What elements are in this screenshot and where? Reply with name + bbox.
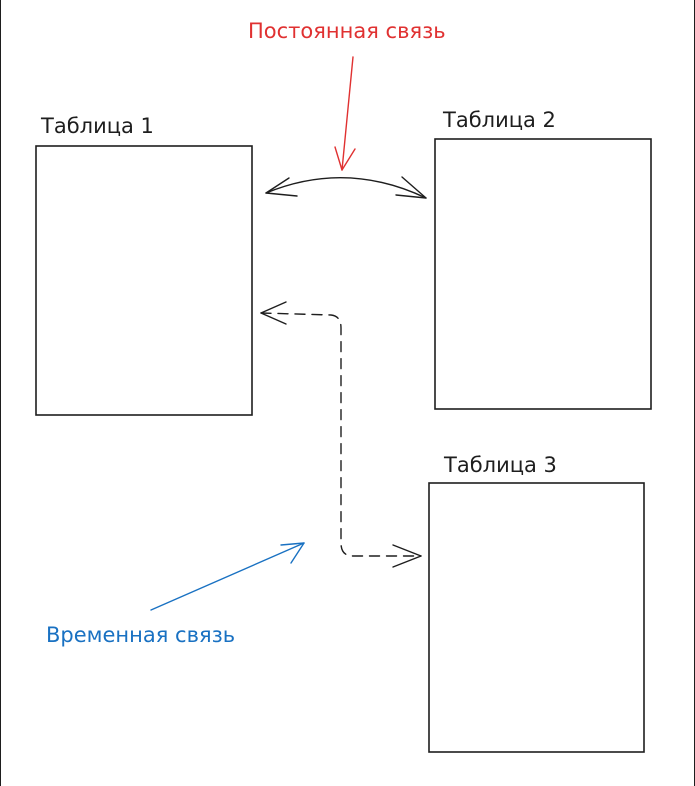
table-1-box[interactable] [35,145,253,416]
permanent-link-pointer-head [334,146,356,171]
temporary-connection-arrowhead-right [392,544,422,568]
permanent-link-pointer [341,56,354,171]
table-3-box[interactable] [428,482,645,753]
temporary-link-label: Временная связь [46,623,235,647]
temporary-connection-arrow[interactable] [260,312,422,557]
table-2-box[interactable] [434,138,652,410]
table-2-label: Таблица 2 [442,108,556,132]
temporary-link-pointer [150,542,305,611]
temporary-link-pointer-head [280,542,305,564]
permanent-connection-arrowhead-right [395,176,427,199]
temporary-connection-arrowhead-left [260,301,287,325]
table-3-label: Таблица 3 [443,453,557,477]
permanent-connection-arrowhead-left [265,177,298,197]
table-1-label: Таблица 1 [40,114,154,138]
permanent-link-label: Постоянная связь [248,19,446,43]
permanent-connection-arrow[interactable] [265,177,427,199]
